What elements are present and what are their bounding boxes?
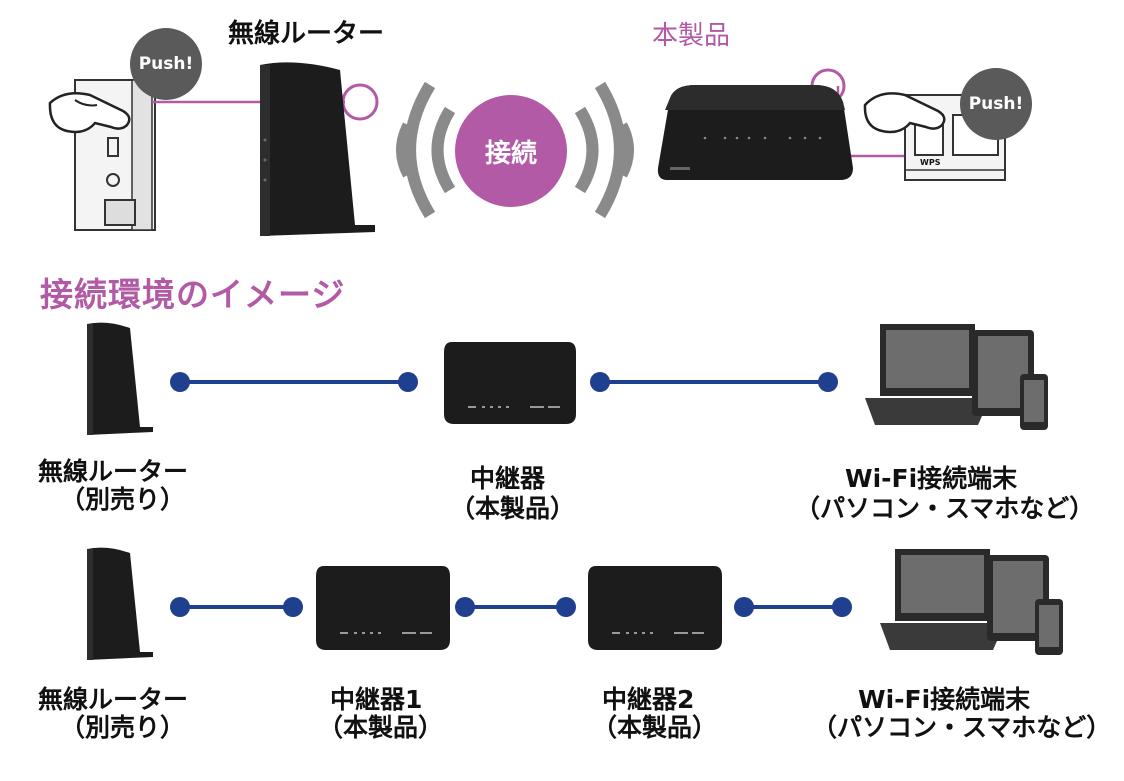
diagram2-node-dot xyxy=(832,597,852,617)
diagram2-repeater2-label: 中継器2 xyxy=(602,685,695,714)
connect-badge: 接続 xyxy=(455,95,567,207)
diagram1-node-dot xyxy=(818,372,838,392)
diagram2-router-icon xyxy=(87,547,153,660)
wps-label: WPS xyxy=(920,158,941,167)
diagram1-repeater-sublabel: （本製品） xyxy=(450,494,576,523)
diagram1-terminal-devices-icon xyxy=(865,324,1048,430)
router-back-panel-illustration xyxy=(74,79,156,231)
diagram1-repeater-label: 中継器 xyxy=(470,464,546,493)
router-title-label: 無線ルーター xyxy=(228,19,385,49)
hand-pressing-right-icon xyxy=(863,92,946,134)
product-title-label: 本製品 xyxy=(652,21,731,51)
diagram1-router-label: 無線ルーター xyxy=(38,457,189,486)
diagram2-node-dot xyxy=(734,597,754,617)
push-bubble-left: Push! xyxy=(130,28,202,100)
hand-pressing-icon xyxy=(48,92,131,134)
diagram1-router-icon xyxy=(87,322,153,435)
diagram2-repeater1-label: 中継器1 xyxy=(330,685,423,714)
diagram1-repeater-icon xyxy=(444,342,576,424)
diagram1-node-dot xyxy=(398,372,418,392)
diagram2-terminal-devices-icon xyxy=(880,549,1063,655)
wifi-waves-right-icon xyxy=(574,81,634,219)
diagram1-router-sublabel: （別売り） xyxy=(60,485,186,514)
diagram2-node-dot xyxy=(455,597,475,617)
diagram2-router-sublabel: （別売り） xyxy=(60,713,186,742)
diagram2-router-label: 無線ルーター xyxy=(38,685,189,714)
push-bubble-right: Push! xyxy=(960,68,1032,140)
diagram2-repeater2-icon xyxy=(588,566,722,650)
diagram1-node-dot xyxy=(590,372,610,392)
wifi-waves-left-icon xyxy=(396,81,456,219)
diagram2-node-dot xyxy=(283,597,303,617)
wireless-router-image xyxy=(260,62,375,236)
diagram2-terminal-label: Wi-Fi接続端末 xyxy=(858,685,1031,714)
diagram2-terminal-sublabel: （パソコン・スマホなど） xyxy=(812,713,1112,742)
diagram1-terminal-label: Wi-Fi接続端末 xyxy=(845,464,1018,493)
repeater-product-image xyxy=(657,85,853,180)
diagram2-repeater1-icon xyxy=(316,566,450,650)
diagram2-node-dot xyxy=(170,597,190,617)
diagram1-node-dot xyxy=(170,372,190,392)
section-title: 接続環境のイメージ xyxy=(40,275,346,314)
diagram1-terminal-sublabel: （パソコン・スマホなど） xyxy=(795,494,1095,523)
diagram2-node-dot xyxy=(556,597,576,617)
diagram2-repeater2-sublabel: （本製品） xyxy=(592,713,718,742)
diagram2-repeater1-sublabel: （本製品） xyxy=(318,713,444,742)
